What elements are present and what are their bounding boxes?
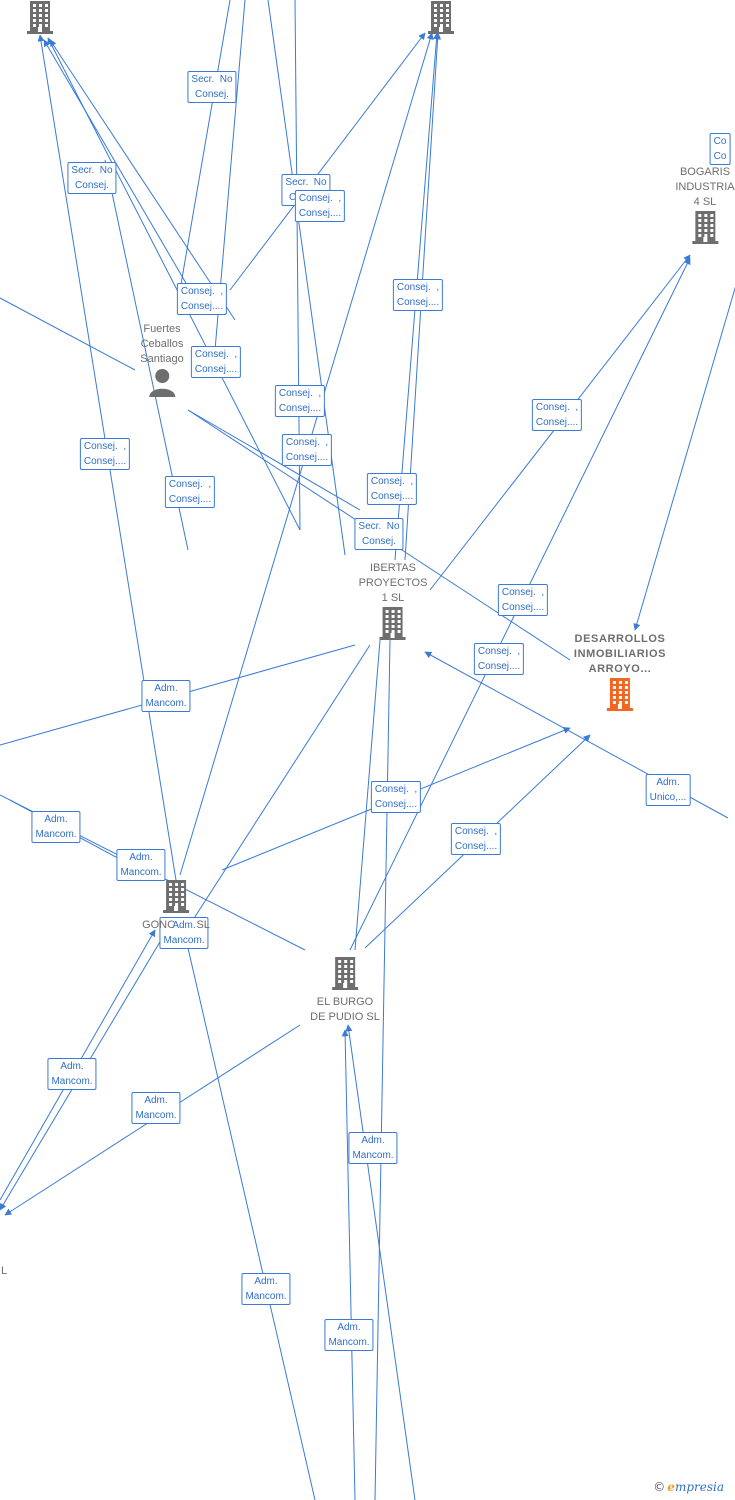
brand-name: mpresia [674, 1480, 724, 1494]
brand-initial: e [667, 1480, 675, 1494]
building-icon [690, 210, 720, 249]
edge-label[interactable]: Adm. Mancom. [159, 917, 209, 949]
edge-label[interactable]: Adm. Mancom. [31, 811, 81, 843]
edge-label[interactable]: Consej. , Consej.... [531, 399, 583, 431]
edge-line [354, 639, 381, 951]
edge-line [37, 34, 181, 906]
building-icon [330, 956, 360, 995]
edge-label[interactable]: Consej. , Consej.... [281, 434, 333, 466]
node-bogaris[interactable]: BOGARIS INDUSTRIA 4 SL [675, 165, 735, 249]
edge-line [179, 644, 371, 941]
node-name: BOGARIS INDUSTRIA 4 SL [675, 166, 735, 208]
edge-label[interactable]: Secr. No Consej. [187, 71, 237, 103]
node-burgo[interactable]: EL BURGO DE PUDIO SL [310, 956, 380, 1025]
edge-line [374, 639, 391, 1500]
person-icon [147, 367, 177, 402]
edge-label[interactable]: Consej. , Consej.... [473, 643, 525, 675]
node-left-edge[interactable]: L [1, 1264, 7, 1279]
watermark: ©empresia [653, 1480, 724, 1494]
edge-label[interactable]: Adm. Mancom. [131, 1092, 181, 1124]
node-name: L [0, 1265, 8, 1277]
edge-label[interactable]: Adm. Mancom. [141, 680, 191, 712]
edge-label[interactable]: Consej. , Consej.... [294, 190, 346, 222]
edge-label[interactable]: Adm. Unico,... [645, 774, 691, 806]
edge-line [345, 1024, 416, 1500]
node-libertas[interactable]: IBERTAS PROYECTOS 1 SL [358, 561, 428, 645]
edge-label[interactable]: Consej. , Consej.... [190, 346, 242, 378]
edge-label[interactable]: Adm. Mancom. [348, 1132, 398, 1164]
node-fuertes[interactable]: Fuertes Ceballos Santiago [140, 322, 184, 402]
edge-label[interactable]: Adm. Mancom. [47, 1058, 97, 1090]
building-icon [161, 879, 191, 918]
building-icon [605, 677, 635, 716]
node-name: GONC SL [142, 919, 210, 931]
node-name: EL BURGO DE PUDIO SL [310, 996, 380, 1023]
node-desarrollos[interactable]: DESARROLLOS INMOBILIARIOS ARROYO... [574, 632, 666, 716]
edge-label[interactable]: Consej. , Consej.... [79, 438, 131, 470]
edge-label[interactable]: Co Co [709, 133, 731, 165]
node-top-left-company[interactable] [25, 0, 55, 39]
edge-label[interactable]: Consej. , Consej.... [176, 283, 228, 315]
edge-label[interactable]: Adm. Mancom. [116, 849, 166, 881]
node-top-center-company[interactable] [426, 0, 456, 39]
edge-label[interactable]: Consej. , Consej.... [392, 279, 444, 311]
edge-line [179, 0, 231, 291]
edge-label[interactable]: Adm. Mancom. [241, 1273, 291, 1305]
edge-line [0, 297, 136, 371]
edge-label[interactable]: Consej. , Consej.... [366, 473, 418, 505]
edge-line [341, 1029, 356, 1500]
edge-line [187, 409, 361, 511]
edge-label[interactable]: Consej. , Consej.... [497, 584, 549, 616]
edge-line [49, 39, 236, 321]
building-icon [25, 0, 55, 39]
edge-line [229, 32, 426, 291]
copyright-symbol: © [653, 1480, 666, 1494]
edge-label[interactable]: Adm. Mancom. [324, 1319, 374, 1351]
edge-label[interactable]: Consej. , Consej.... [450, 823, 502, 855]
node-name: DESARROLLOS INMOBILIARIOS ARROYO... [573, 633, 667, 675]
edge-line [43, 39, 191, 291]
node-gonc[interactable]: GONC SL [142, 879, 210, 933]
edge-line [267, 0, 346, 556]
edge-label[interactable]: Consej. , Consej.... [370, 781, 422, 813]
node-name: IBERTAS PROYECTOS 1 SL [358, 562, 428, 604]
edge-line [47, 37, 301, 531]
node-name: Fuertes Ceballos Santiago [140, 323, 184, 365]
edge-line [184, 934, 316, 1500]
edge-label[interactable]: Secr. No Consej. [67, 162, 117, 194]
edge-label[interactable]: Consej. , Consej.... [274, 385, 326, 417]
building-icon [378, 606, 408, 645]
edge-label[interactable]: Secr. No Consej. [354, 518, 404, 550]
building-icon [426, 0, 456, 39]
edge-label[interactable]: Consej. , Consej.... [164, 476, 216, 508]
edge-line [633, 286, 735, 631]
